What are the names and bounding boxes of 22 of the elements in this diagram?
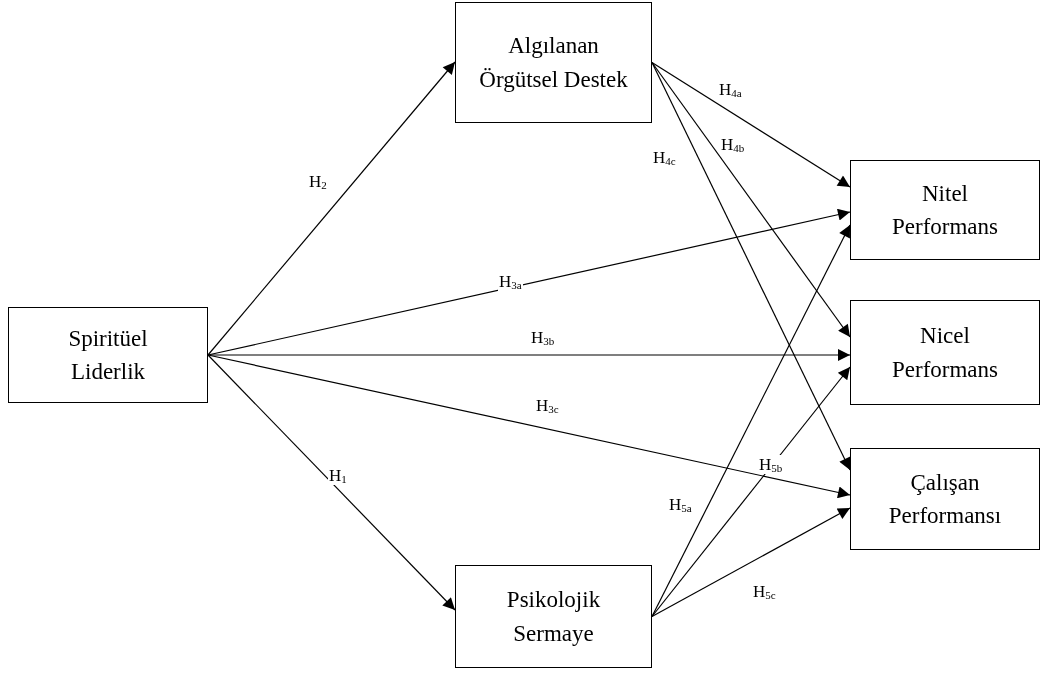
process-box [850,300,1040,405]
arrow [207,354,851,499]
process-box [850,448,1040,550]
arrow [651,61,851,188]
node-label: Nicel Performans [891,322,999,384]
arrow [651,224,851,618]
arrow [651,366,851,618]
node-label: Çalışan Performansı [887,468,1003,530]
node-label: Nitel Performans [891,179,999,241]
process-box [455,565,652,668]
node-label: Algılanan Örgütsel Destek [478,32,629,94]
process-box [8,307,208,403]
node-label: Spiritüel Liderlik [67,324,149,386]
node-label: Psikolojik Sermaye [505,586,602,648]
arrow [651,507,851,618]
process-box [850,160,1040,260]
arrow [207,349,851,361]
process-box [455,2,652,123]
arrow [651,61,851,471]
edge-label: H$_{5b}$ [758,455,784,474]
arrow [207,354,456,611]
arrow [207,61,456,356]
